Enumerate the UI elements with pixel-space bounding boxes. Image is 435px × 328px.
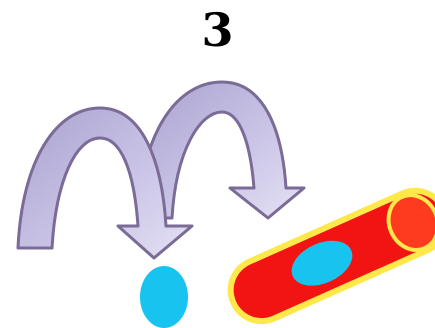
arrow-back-body bbox=[136, 80, 306, 220]
rod-bacterium-icon bbox=[227, 187, 435, 325]
curved-arrow-icon bbox=[16, 106, 194, 260]
step-number: 3 bbox=[201, 3, 234, 57]
rod-nucleus bbox=[291, 240, 353, 286]
rod-end-cap bbox=[386, 193, 435, 252]
arrow-front-body bbox=[16, 106, 194, 260]
cell-icon bbox=[140, 266, 188, 328]
curved-arrow-icon bbox=[136, 80, 306, 220]
